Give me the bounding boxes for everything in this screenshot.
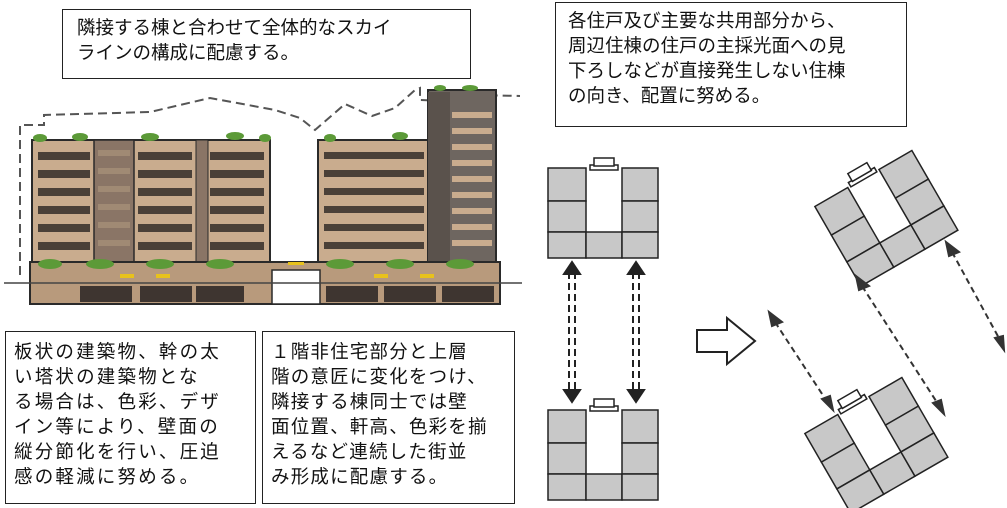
floorplan-rotated-bottom	[803, 376, 949, 508]
building-elevation	[4, 85, 522, 305]
caption-facade: 板状の建築物、幹の太 い塔状の建築物とな る場合は、色彩、デザ イン等により、壁…	[5, 331, 256, 504]
caption-orientation: 各住戸及び主要な共用部分から、 周辺住棟の住戸の主採光面への見 下ろしなどが直接…	[555, 2, 907, 127]
double-headed-arrow-icon	[767, 239, 1006, 418]
entrance-canopy-icon	[846, 161, 873, 183]
terraced-building	[317, 139, 431, 263]
slab-building	[31, 139, 271, 263]
entrance-canopy-icon	[593, 157, 615, 167]
entrance-canopy-icon	[593, 398, 615, 408]
balcony-bands	[38, 152, 264, 250]
entrance-canopy-icon	[836, 388, 863, 410]
facade-division	[195, 139, 209, 263]
floorplan-rotated-top	[813, 149, 959, 288]
rooftop-greenery	[33, 85, 478, 142]
floorplan-parallel-bottom	[547, 398, 659, 501]
caption-skyline: 隣接する棟と合わせて全体的なスカイ ラインの構成に配慮する。	[62, 9, 471, 79]
double-headed-arrow-icon	[562, 260, 646, 404]
floorplan-parallel-top	[547, 157, 659, 259]
arrow-right-icon	[696, 315, 757, 367]
caption-streetscape: １階非住宅部分と上層 階の意匠に変化をつけ、 隣接する棟同士では壁 面位置、軒高…	[262, 331, 515, 504]
